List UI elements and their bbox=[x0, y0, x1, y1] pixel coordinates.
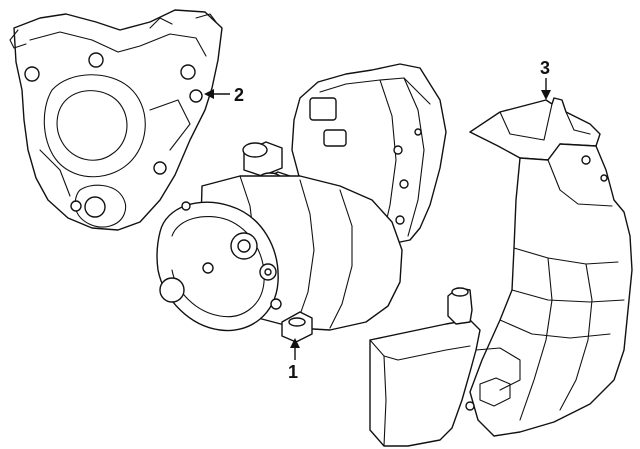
part-compressor bbox=[156, 63, 447, 343]
callout-2-label: 2 bbox=[234, 85, 244, 105]
callout-2: 2 bbox=[204, 85, 244, 105]
callout-1: 1 bbox=[288, 338, 300, 382]
callout-1-label: 1 bbox=[288, 362, 298, 382]
callout-3: 3 bbox=[540, 58, 551, 100]
part-bracket bbox=[9, 9, 223, 231]
callout-3-label: 3 bbox=[540, 58, 550, 78]
part-shield bbox=[369, 97, 633, 447]
